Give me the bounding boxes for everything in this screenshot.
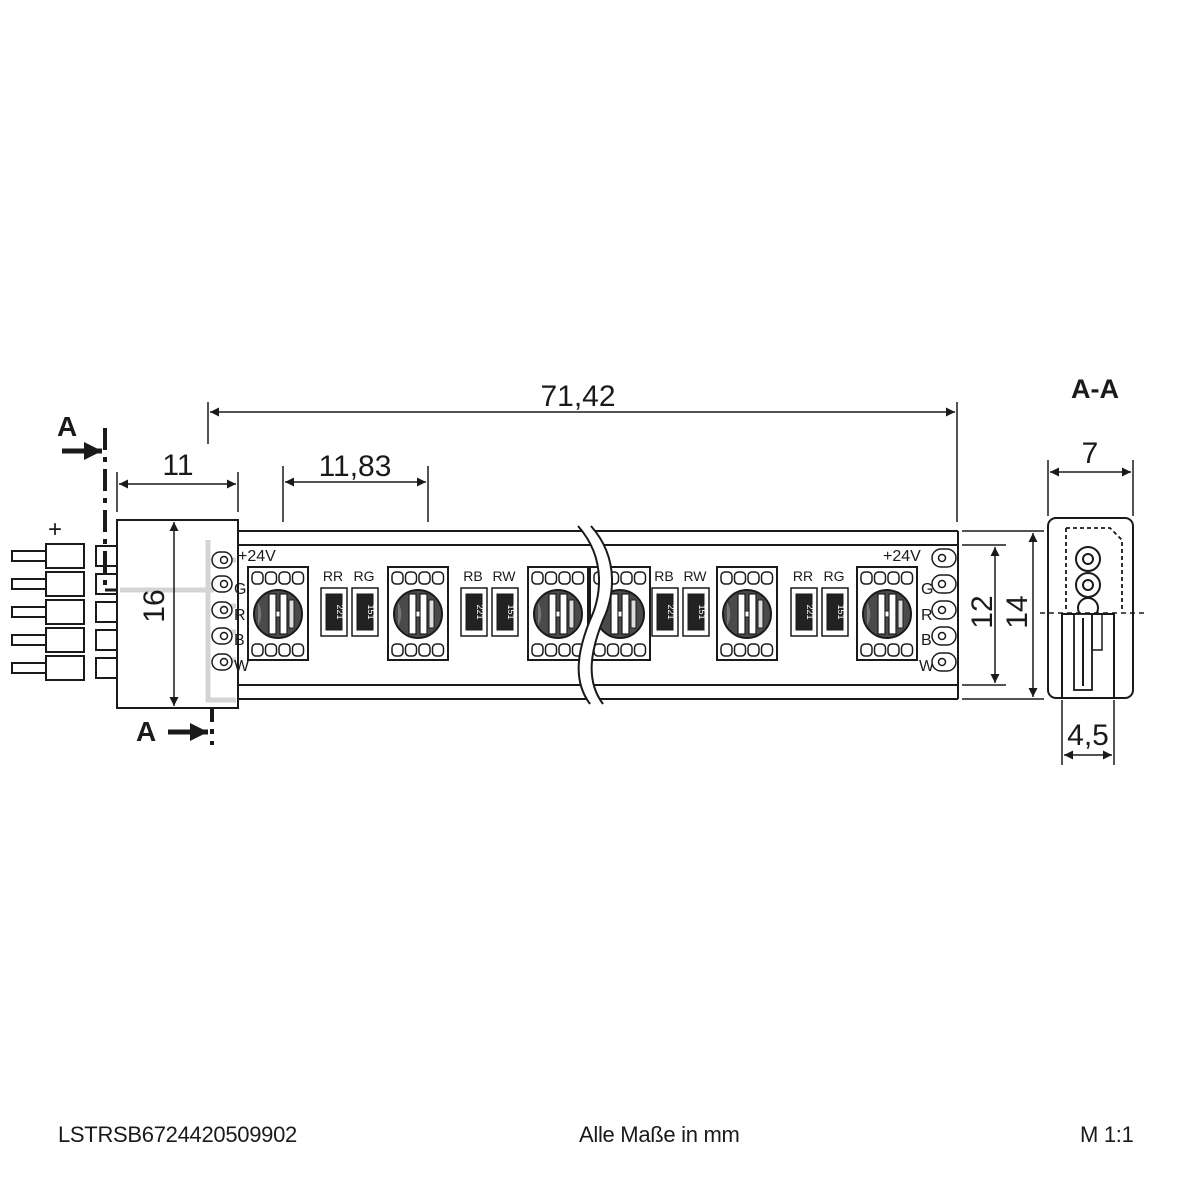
section-marker-top: A xyxy=(57,411,77,442)
connector-pad xyxy=(211,627,233,645)
dimension-profile-height-label: 14 xyxy=(1001,595,1034,628)
pin-labels-right: G R B W xyxy=(919,581,935,675)
dimension-connector-height: 16 xyxy=(138,522,179,706)
end-pad xyxy=(931,652,957,672)
resistor-value: 151 xyxy=(366,604,376,619)
led-chip xyxy=(716,566,778,661)
resistor-label: RR xyxy=(793,568,813,584)
resistor-groups: RR 221 RG 151 RB 221 RW 151 RB 221 RW 151 RR 221 RG 151 xyxy=(320,568,849,637)
resistor-label: RG xyxy=(354,568,375,584)
plug-pin xyxy=(11,627,117,653)
led-chip xyxy=(247,566,309,661)
plug-pin xyxy=(11,571,117,597)
led-chip xyxy=(387,566,449,661)
resistor-value: 221 xyxy=(475,604,485,619)
led-chips xyxy=(247,566,918,661)
connector-pad xyxy=(211,551,233,569)
dimension-strip-width: 12 xyxy=(962,544,1006,686)
connector-pad xyxy=(211,601,233,619)
led-chip xyxy=(527,566,589,661)
pin-label-r-left: R xyxy=(234,607,246,624)
dimension-total-length-label: 71,42 xyxy=(540,380,615,413)
resistor-value: 221 xyxy=(805,604,815,619)
article-number: LSTRSB6724420509902 xyxy=(58,1122,297,1147)
resistor-label: RW xyxy=(492,568,516,584)
led-chip xyxy=(856,566,918,661)
pin-labels-left: G R B W xyxy=(234,581,250,675)
dimension-section-inner-width: 4,5 xyxy=(1061,700,1115,765)
connector-pad xyxy=(211,575,233,593)
pin-label-g-left: G xyxy=(234,581,246,598)
plug-pins xyxy=(11,543,117,681)
plug-pin xyxy=(11,599,117,625)
pin-label-b-left: B xyxy=(234,632,245,649)
resistor-value: 221 xyxy=(666,604,676,619)
pin-label-b-right: B xyxy=(921,632,932,649)
units-note: Alle Maße in mm xyxy=(579,1122,740,1147)
section-title: A-A xyxy=(1071,374,1119,404)
resistor-label: RW xyxy=(683,568,707,584)
section-arrow-bottom: A xyxy=(136,716,208,747)
section-marker-bottom: A xyxy=(136,716,156,747)
resistor-group: RR 221 RG 151 xyxy=(320,568,379,637)
plus-sign: + xyxy=(48,516,62,543)
pin-label-r-right: R xyxy=(921,607,933,624)
scale-label: M 1:1 xyxy=(1080,1122,1134,1147)
resistor-value: 151 xyxy=(697,604,707,619)
plug-pin xyxy=(11,655,117,681)
dimension-profile-height: 14 xyxy=(962,530,1044,700)
pin-label-w-left: W xyxy=(234,658,250,675)
resistor-value: 151 xyxy=(836,604,846,619)
voltage-label-left: +24V xyxy=(238,548,276,565)
resistor-label: RR xyxy=(323,568,343,584)
pin-label-g-right: G xyxy=(921,581,933,598)
section-profile xyxy=(1040,517,1148,699)
resistor-label: RG xyxy=(824,568,845,584)
end-pad xyxy=(931,548,957,568)
dimension-connector-height-label: 16 xyxy=(138,589,171,622)
resistor-group: RB 221 RW 151 xyxy=(651,568,710,637)
connector-pads xyxy=(211,551,233,671)
connector-pad xyxy=(211,653,233,671)
section-arrow-top: A xyxy=(57,411,102,460)
pin-label-w-right: W xyxy=(919,658,935,675)
end-pad xyxy=(931,600,957,620)
resistor-value: 221 xyxy=(335,604,345,619)
resistor-group: RB 221 RW 151 xyxy=(460,568,519,637)
dimension-pitch-label: 11,83 xyxy=(319,450,392,483)
plug-pin xyxy=(11,543,117,569)
voltage-label-right: +24V xyxy=(883,548,921,565)
resistor-label: RB xyxy=(463,568,482,584)
end-pad xyxy=(931,626,957,646)
dimension-total-length: 71,42 xyxy=(207,380,958,522)
dimension-strip-width-label: 12 xyxy=(966,595,999,628)
resistor-label: RB xyxy=(654,568,673,584)
end-pad xyxy=(931,574,957,594)
dimension-section-width-label: 7 xyxy=(1082,437,1099,470)
resistor-group: RR 221 RG 151 xyxy=(790,568,849,637)
dimension-connector-length-label: 11 xyxy=(162,449,193,482)
resistor-value: 151 xyxy=(506,604,516,619)
dimension-section-width: 7 xyxy=(1047,437,1134,516)
dimension-section-inner-width-label: 4,5 xyxy=(1067,719,1109,752)
dimension-connector-length: 11 xyxy=(116,449,239,512)
dimension-pitch: 11,83 xyxy=(282,450,429,522)
break-symbol xyxy=(577,525,614,705)
end-pads xyxy=(931,548,957,672)
